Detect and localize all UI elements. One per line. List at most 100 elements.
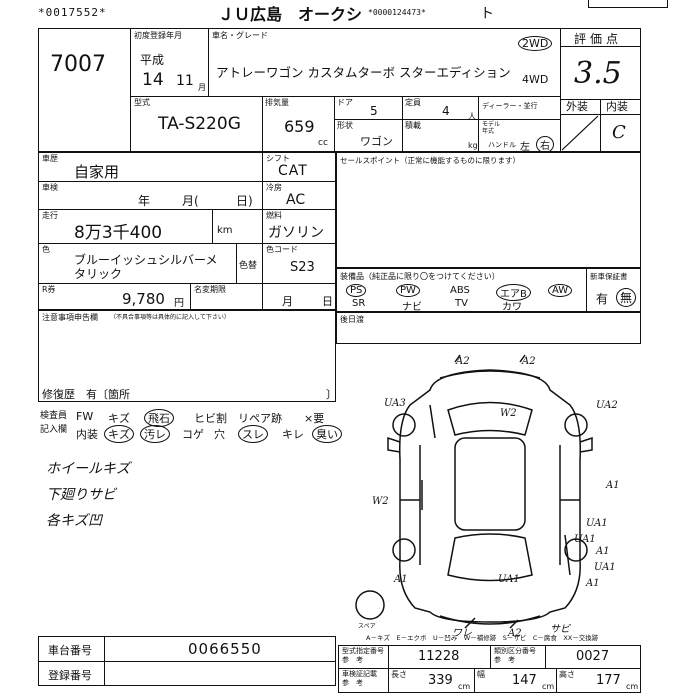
manual-no: 無 <box>616 288 637 307</box>
mark-spare: スペア <box>358 623 376 630</box>
repair-close: 〕 <box>326 388 337 401</box>
mark-ua1-rear-right: UA1 <box>574 534 596 545</box>
aircon-label: 冷房 <box>266 183 282 192</box>
mark-a1-spare: A1 <box>595 546 610 557</box>
change-month-unit: 月 <box>282 295 293 308</box>
header-stamp <box>588 0 668 8</box>
equipment-label: 装備品（純正品に限り〇をつけてください） <box>340 272 500 281</box>
handle-label: ハンドル <box>488 141 516 149</box>
type-designation-value: 11228 <box>418 649 460 664</box>
load-label: 積載 <box>405 121 421 130</box>
length-label: 長さ <box>391 670 407 679</box>
handle-right: 右 <box>536 136 554 153</box>
mark-a2-rear: A2 <box>507 628 522 639</box>
capacity-label: 定員 <box>405 98 421 107</box>
recycle-label: R券 <box>42 285 56 294</box>
chk-int-cut: キレ <box>282 428 304 441</box>
header-trailing-char: ト <box>480 6 494 22</box>
mark-ua1-spare: UA1 <box>594 562 616 573</box>
equip-airbag: エアB <box>496 284 531 301</box>
color-value-line2: タリック <box>74 267 123 281</box>
lot-number: 7007 <box>50 52 106 77</box>
chk-int-smell: 臭い <box>312 425 342 443</box>
color-code-label: 色コード <box>266 245 298 254</box>
shift-value: CAT <box>278 163 308 179</box>
displacement-value: 659 <box>284 117 315 136</box>
category-label: 類別区分番号 参 考 <box>494 647 536 664</box>
later-delivery-label: 後日渡 <box>340 315 364 324</box>
car-diagram: A2 A2 UA3 W2 UA2 W2 A1 UA1 A1 UA1 UA1 A1… <box>355 354 620 639</box>
category-value: 0027 <box>576 649 610 664</box>
mark-rust: サビ <box>550 623 571 635</box>
chk-int-hole: 穴 <box>214 428 225 441</box>
mark-a2-front-left: A2 <box>455 356 470 367</box>
manual-yes: 有 <box>596 292 609 306</box>
reg-month: 11 <box>176 73 194 89</box>
name-change-label: 名変期限 <box>194 285 226 294</box>
vehicle-name-label: 車名・グレード <box>212 31 268 40</box>
chassis-label: 車台番号 <box>48 644 92 657</box>
lot-barcode-text: *0017552* <box>38 6 107 19</box>
handwritten-line3: 各キズ凹 <box>46 513 102 529</box>
shift-label: シフト <box>266 154 290 163</box>
repaint-label: 色替 <box>239 261 258 271</box>
equip-tv: TV <box>455 298 468 309</box>
auction-title: ＪＵ広島 オークシ <box>218 5 363 24</box>
recycle-value: 9,780 <box>122 290 165 308</box>
color-label: 色 <box>42 245 50 254</box>
handwritten-line1: ホイールキズ <box>46 461 130 477</box>
displacement-label: 排気量 <box>265 98 289 107</box>
reg-month-unit: 月 <box>198 83 206 92</box>
header: *0017552* ＪＵ広島 オークシ *0000124473* ト <box>28 0 678 24</box>
inspector-ext-label: 検査員 <box>40 411 68 421</box>
seller-notes-label: 注意事項申告欄 <box>42 313 98 322</box>
chk-repair-trace: リペア跡 <box>238 412 282 425</box>
score-value: 3.5 <box>574 56 622 91</box>
capacity-unit: 人 <box>468 112 476 121</box>
length-value: 339 <box>428 673 453 688</box>
chk-int-wear: スレ <box>238 425 268 443</box>
inspector-int-label: 記入欄 <box>40 425 68 435</box>
door-count: 5 <box>370 104 378 118</box>
chk-interior: 内装 <box>76 428 98 441</box>
height-unit: cm <box>626 682 639 691</box>
color-value-line1: ブルーイッシュシルバーメ <box>74 253 218 267</box>
history-value: 自家用 <box>74 163 120 181</box>
equip-navi: ナビ <box>402 302 422 313</box>
chk-fw: FW <box>76 410 94 423</box>
reg-era: 平成 <box>140 53 165 67</box>
handle-left: 左 <box>520 142 530 153</box>
chk-stone-chip: 飛石 <box>144 409 174 427</box>
repair-history: 修復歴 有〔箇所 <box>42 388 130 401</box>
length-unit: cm <box>458 682 471 691</box>
chassis-value: 0066550 <box>188 640 262 658</box>
recycle-unit: 円 <box>174 298 184 309</box>
aircon-value: AC <box>286 192 306 208</box>
kg-unit: kg <box>468 141 478 150</box>
later-delivery-box <box>336 312 641 344</box>
damage-legend: A－キズ E－エクボ U－凹み W－補修跡 S－サビ C－腐食 XX－交換跡 <box>366 634 599 642</box>
interior-label: 内装 <box>606 100 628 113</box>
mark-ua1-rear: UA1 <box>498 574 520 585</box>
reg-year: 14 <box>142 70 164 90</box>
capacity-value: 4 <box>442 104 450 118</box>
chk-scratch: キズ <box>108 412 130 425</box>
cc-unit: cc <box>318 138 328 148</box>
manual-label: 新車保証書 <box>590 272 628 281</box>
chk-need: ×要 <box>304 412 325 425</box>
drive-2wd: 2WD <box>518 36 553 51</box>
mark-w2-roof: W2 <box>500 408 517 419</box>
equip-pw: PW <box>396 284 420 297</box>
sales-points-box <box>336 152 641 268</box>
width-label: 幅 <box>477 670 485 679</box>
mileage-label: 走行 <box>42 211 58 220</box>
height-label: 高さ <box>559 670 575 679</box>
inspection-month-unit: 月( <box>182 194 199 208</box>
equip-aw: AW <box>548 284 573 297</box>
width-value: 147 <box>512 673 537 688</box>
mark-w2-left: W2 <box>372 496 389 507</box>
mark-crack: ワレ <box>452 628 472 639</box>
change-day-unit: 日 <box>322 295 333 308</box>
equip-leather: カワ <box>502 302 522 313</box>
color-code-value: S23 <box>290 260 315 275</box>
